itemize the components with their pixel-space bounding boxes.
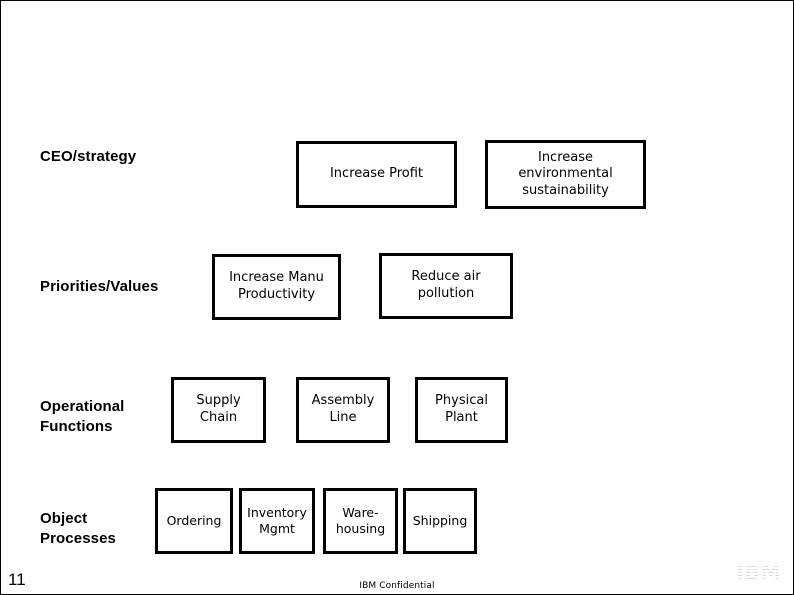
node-increase-environmental-sustainability-label: Increase environmental sustainability <box>518 149 613 198</box>
row-label-ceo-strategy: CEO/strategy <box>40 148 137 165</box>
node-increase-manu-productivity[interactable]: Increase Manu Productivity <box>212 254 341 320</box>
node-warehousing-label: Ware- housing <box>335 505 386 536</box>
node-assembly-line-label: Assembly Line <box>311 393 375 425</box>
node-supply-chain-label: Supply Chain <box>196 393 241 425</box>
ibm-logo-icon: IBM <box>733 560 785 584</box>
node-physical-plant[interactable]: Physical Plant <box>415 377 508 443</box>
node-increase-profit[interactable]: Increase Profit <box>296 141 457 208</box>
node-supply-chain[interactable]: Supply Chain <box>171 377 266 443</box>
ibm-logo-stripes <box>733 560 785 584</box>
node-physical-plant-label: Physical Plant <box>435 393 488 425</box>
node-inventory-mgmt-label: Inventory Mgmt <box>247 505 307 536</box>
ibm-logo-text: IBM <box>733 560 785 584</box>
page-number: 11 <box>8 570 26 589</box>
node-increase-environmental-sustainability[interactable]: Increase environmental sustainability <box>485 140 646 209</box>
node-inventory-mgmt[interactable]: Inventory Mgmt <box>239 488 315 554</box>
node-increase-profit-label: Increase Profit <box>329 166 424 182</box>
confidentiality-footer: IBM Confidential <box>359 581 435 591</box>
row-label-operational-functions: Operational Functions <box>40 398 125 435</box>
node-shipping[interactable]: Shipping <box>403 488 477 554</box>
node-assembly-line[interactable]: Assembly Line <box>296 377 390 443</box>
node-reduce-air-pollution[interactable]: Reduce air pollution <box>379 253 513 319</box>
node-shipping-label: Shipping <box>412 513 468 528</box>
node-ordering[interactable]: Ordering <box>155 488 233 554</box>
node-increase-manu-productivity-label: Increase Manu Productivity <box>229 270 324 302</box>
node-warehousing[interactable]: Ware- housing <box>323 488 398 554</box>
node-reduce-air-pollution-label: Reduce air pollution <box>411 269 481 301</box>
row-label-priorities-values: Priorities/Values <box>40 278 159 295</box>
row-label-object-processes: Object Processes <box>40 510 116 547</box>
node-ordering-label: Ordering <box>166 513 222 528</box>
